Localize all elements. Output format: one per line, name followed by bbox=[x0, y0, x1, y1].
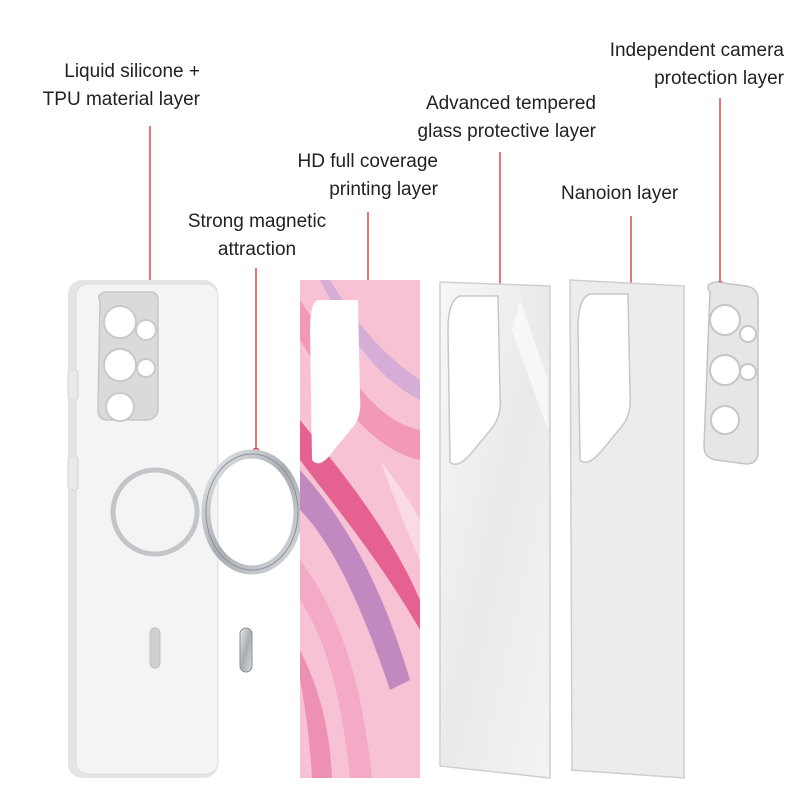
case-lens-1 bbox=[103, 305, 137, 339]
silicone-case bbox=[67, 280, 219, 778]
magnetic-ring bbox=[201, 449, 303, 673]
magnet-label-line2: attraction bbox=[217, 239, 297, 260]
camera-protector bbox=[703, 281, 759, 465]
case-layer-label: Liquid silicone + TPU material layer bbox=[40, 58, 200, 114]
protector-lens-5 bbox=[739, 363, 757, 381]
glass-layer-label: Advanced tempered glass protective layer bbox=[378, 90, 596, 146]
camera-layer-label: Independent camera protection layer bbox=[570, 37, 784, 93]
case-lens-4 bbox=[135, 319, 157, 341]
case-layer-label-line2: TPU material layer bbox=[42, 89, 200, 110]
nano-layer-label: Nanoion layer bbox=[561, 180, 701, 208]
case-lens-2 bbox=[103, 348, 137, 382]
printing-layer-label-line2: printing layer bbox=[329, 179, 438, 200]
camera-layer-label-line1: Independent camera bbox=[609, 40, 784, 61]
case-layer-label-line1: Liquid silicone + bbox=[64, 61, 200, 82]
protector-lens-4 bbox=[739, 325, 757, 343]
magnetic-alignment-tab bbox=[239, 627, 253, 673]
protector-lens-3 bbox=[710, 405, 740, 435]
glass-layer-label-line2: glass protective layer bbox=[417, 121, 596, 142]
case-magnetic-ring bbox=[110, 467, 200, 557]
printing-layer-label: HD full coverage printing layer bbox=[250, 148, 438, 204]
camera-layer-label-line2: protection layer bbox=[654, 68, 784, 89]
glass-layer-label-line1: Advanced tempered bbox=[425, 93, 596, 114]
printing-layer-label-line1: HD full coverage bbox=[297, 151, 438, 172]
protector-lens-1 bbox=[709, 304, 741, 336]
nanoion-layer bbox=[569, 279, 685, 779]
protector-lens-2 bbox=[709, 354, 741, 386]
magnet-label-line1: Strong magnetic bbox=[187, 211, 327, 232]
magnet-label: Strong magnetic attraction bbox=[172, 208, 342, 264]
nano-layer-label-line1: Nanoion layer bbox=[561, 183, 679, 204]
printing-layer bbox=[300, 280, 420, 778]
case-lens-5 bbox=[136, 358, 156, 378]
tempered-glass-layer bbox=[439, 281, 551, 779]
case-alignment-slot bbox=[149, 627, 161, 669]
case-lens-3 bbox=[105, 392, 135, 422]
